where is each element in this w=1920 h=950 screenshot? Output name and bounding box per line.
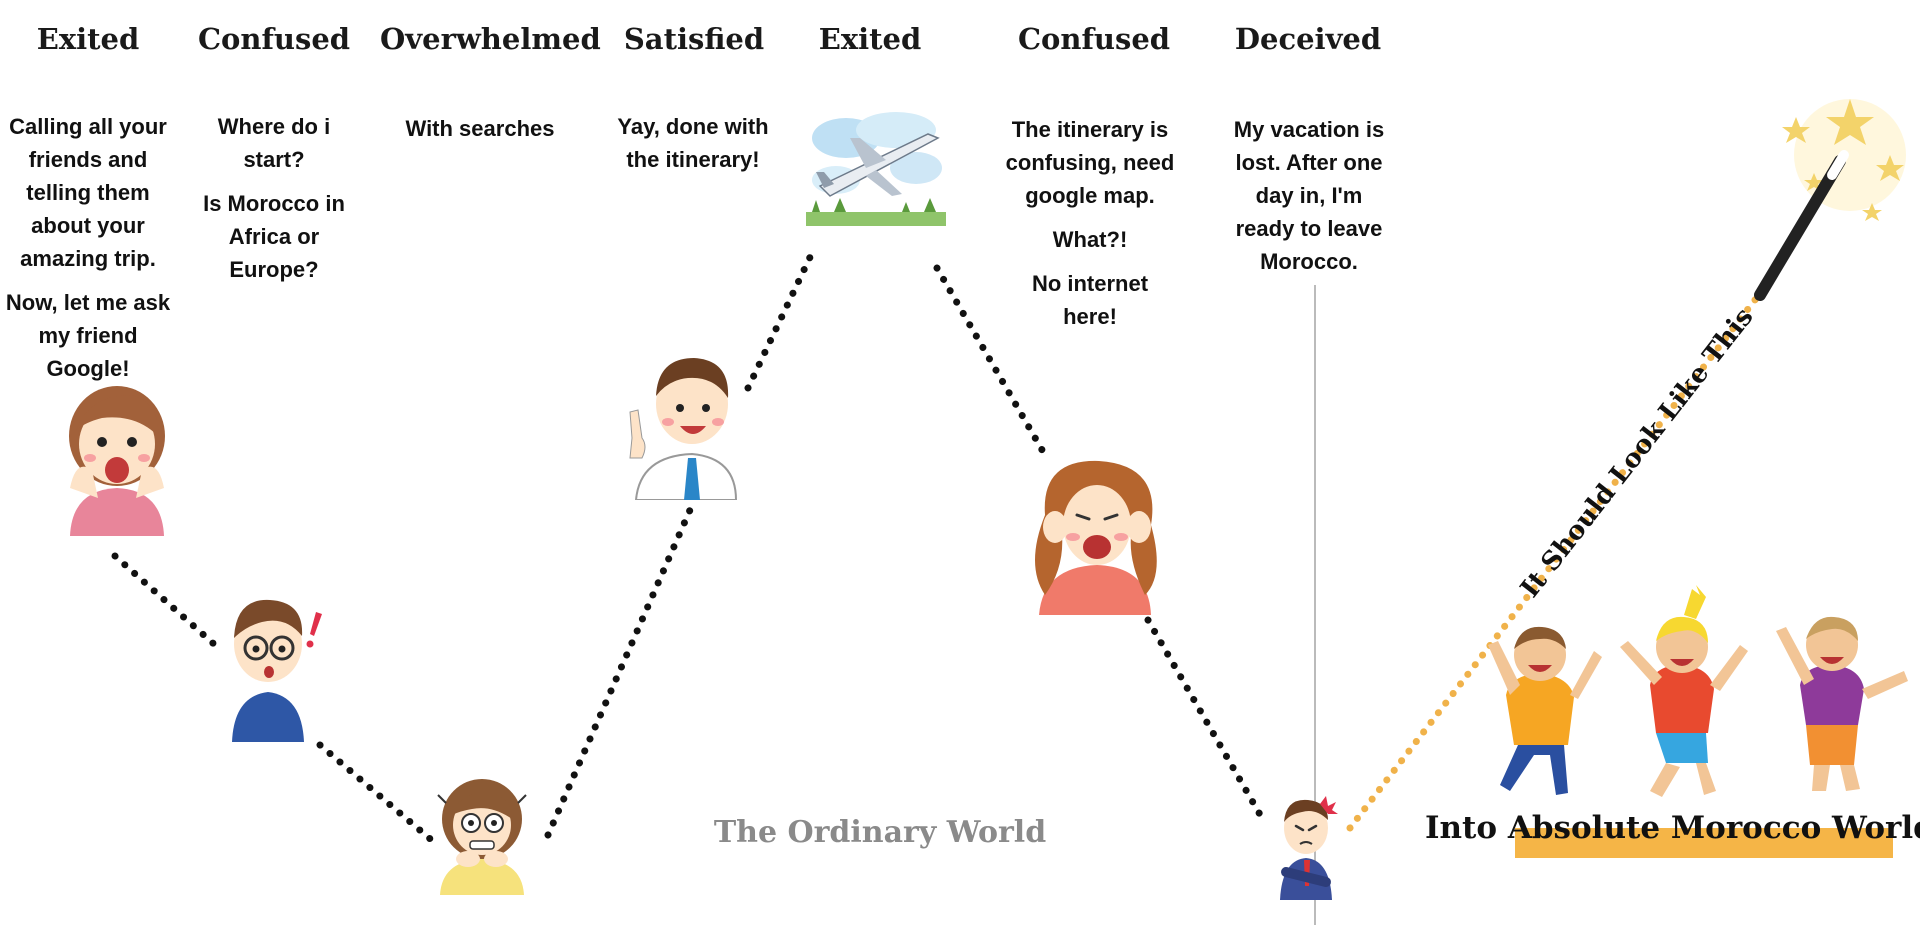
- satisfied-man-icon: [629, 358, 738, 500]
- stage-6-line-3: No internet here!: [1031, 271, 1149, 329]
- stage-6-heading: Confused: [1017, 22, 1171, 56]
- stage-1-line-1: Calling all your friends and telling the…: [9, 114, 167, 271]
- stage-6-line-2: What?!: [1052, 227, 1128, 252]
- kid-3: [1776, 616, 1908, 791]
- angry-man-icon: [1280, 796, 1338, 900]
- stage-3-text: With searches: [380, 112, 580, 156]
- stage-7-heading: Deceived: [1234, 22, 1382, 56]
- orange-dotted-path: [1346, 292, 1762, 832]
- stage-5-heading: Exited: [818, 22, 922, 56]
- stage-7-text: My vacation is lost. After one day in, I…: [1228, 113, 1390, 289]
- morocco-world-highlight: [1515, 828, 1893, 858]
- stage-2-text: Where do i start? Is Morocco in Africa o…: [200, 110, 348, 297]
- stage-6-text: The itinerary is confusing, need google …: [1004, 113, 1176, 344]
- stage-2-line-1: Where do i start?: [217, 114, 331, 172]
- magic-wand-icon: [1754, 99, 1906, 301]
- stage-7-line-1: My vacation is lost. After one day in, I…: [1233, 117, 1385, 274]
- kid-2: [1620, 585, 1748, 797]
- stage-4-heading: Satisfied: [623, 22, 765, 56]
- screaming-woman-icon: [1035, 460, 1157, 615]
- stage-1-heading: Exited: [36, 22, 140, 56]
- overwhelmed-woman-icon: [437, 779, 527, 895]
- airplane-icon: [806, 112, 946, 226]
- morocco-world-label: Into Absolute Morocco World: [1425, 810, 1920, 846]
- happy-kids-icon: [1488, 585, 1908, 797]
- stage-6-line-1: The itinerary is confusing, need google …: [1005, 117, 1175, 208]
- stage-3-heading: Overwhelmed: [380, 22, 601, 56]
- stage-4-text: Yay, done with the itinerary!: [612, 110, 774, 187]
- stage-3-line-1: With searches: [405, 116, 555, 141]
- ordinary-world-label: The Ordinary World: [713, 815, 1047, 850]
- stage-1-line-2: Now, let me ask my friend Google!: [5, 290, 171, 381]
- morocco-world-title: Into Absolute Morocco World: [1425, 810, 1920, 866]
- black-dotted-path: [111, 249, 1266, 847]
- stage-2-line-2: Is Morocco in Africa or Europe?: [203, 191, 345, 282]
- stage-4-line-1: Yay, done with the itinerary!: [617, 114, 769, 172]
- stage-2-heading: Confused: [197, 22, 351, 56]
- confused-boy-icon: [232, 599, 322, 742]
- kid-1: [1488, 626, 1602, 795]
- stage-1-text: Calling all your friends and telling the…: [0, 110, 176, 396]
- excited-woman-icon: [69, 386, 165, 536]
